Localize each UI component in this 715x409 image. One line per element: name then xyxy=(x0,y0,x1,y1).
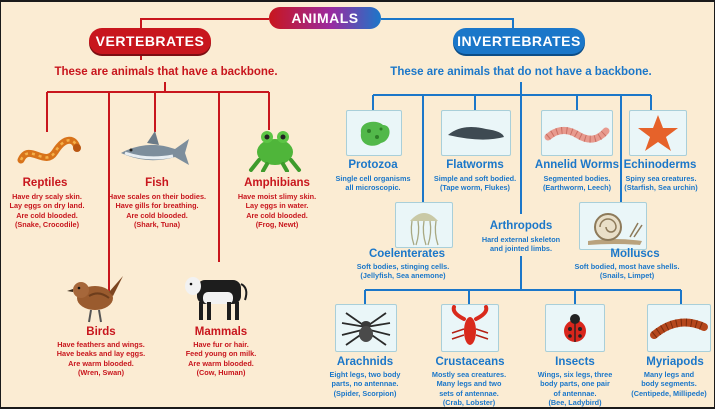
coelenterates-name: Coelenterates xyxy=(357,248,457,260)
molluscs-desc: Soft bodied, most have shells. (Snails, … xyxy=(559,262,695,281)
reptiles-name: Reptiles xyxy=(3,177,87,189)
arachnid-picture-frame xyxy=(335,304,397,352)
myriapod-picture-frame xyxy=(647,304,711,352)
lobster-icon xyxy=(442,305,498,351)
reptiles-desc: Have dry scaly skin. Lay eggs on dry lan… xyxy=(1,192,99,229)
flatworms-name: Flatworms xyxy=(433,159,517,171)
amphibians-name: Amphibians xyxy=(231,177,323,189)
insects-name: Insects xyxy=(535,356,615,368)
arthropods-name: Arthropods xyxy=(479,220,563,232)
protozoa-name: Protozoa xyxy=(331,159,415,171)
echinoderm-picture-frame xyxy=(629,110,687,156)
ladybird-icon xyxy=(546,305,604,351)
crustaceans-name: Crustaceans xyxy=(425,356,515,368)
invertebrates-banner: INVERTEBRATES xyxy=(453,28,585,54)
amphibians-desc: Have moist slimy skin. Lay eggs in water… xyxy=(223,192,331,229)
mammals-desc: Have fur or hair. Feed young on milk. Ar… xyxy=(167,340,275,377)
flatworm-picture-frame xyxy=(441,110,511,156)
spider-icon xyxy=(336,305,396,351)
protozoa-desc: Single cell organisms all microscopic. xyxy=(323,174,423,193)
birds-name: Birds xyxy=(59,326,143,338)
annelid-picture-frame xyxy=(541,110,613,156)
fish-name: Fish xyxy=(115,177,199,189)
birds-desc: Have feathers and wings. Have beaks and … xyxy=(41,340,161,377)
cow-icon xyxy=(183,270,253,324)
insects-desc: Wings, six legs, three body parts, one p… xyxy=(523,370,627,407)
bird-icon xyxy=(65,270,127,324)
crustaceans-desc: Mostly sea creatures. Many legs and two … xyxy=(419,370,519,407)
jellyfish-icon xyxy=(396,203,452,247)
starfish-icon xyxy=(630,111,686,155)
myriapods-name: Myriapods xyxy=(635,356,714,368)
echinoderms-name: Echinoderms xyxy=(615,159,705,171)
vertebrates-banner: VERTEBRATES xyxy=(89,28,211,54)
protozoa-picture-frame xyxy=(346,110,402,156)
mollusc-picture-frame xyxy=(579,202,647,250)
coelenterates-desc: Soft bodies, stinging cells. (Jellyfish,… xyxy=(341,262,465,281)
protozoa-icon xyxy=(347,111,401,155)
echinoderms-desc: Spiny sea creatures. (Starfish, Sea urch… xyxy=(609,174,713,193)
arachnids-desc: Eight legs, two body parts, no antennae.… xyxy=(317,370,413,398)
coelenterate-picture-frame xyxy=(395,202,453,248)
mammals-name: Mammals xyxy=(179,326,263,338)
shark-icon xyxy=(117,129,193,173)
molluscs-name: Molluscs xyxy=(597,248,673,260)
myriapods-desc: Many legs and body segments. (Centipede,… xyxy=(623,370,714,398)
flatworm-icon xyxy=(442,111,510,155)
annelid-worms-name: Annelid Worms xyxy=(527,159,627,171)
title-banner: ANIMALS xyxy=(269,7,381,29)
insect-picture-frame xyxy=(545,304,605,352)
arachnids-name: Arachnids xyxy=(323,356,407,368)
centipede-icon xyxy=(648,305,710,351)
invertebrates-subtitle: These are animals that do not have a bac… xyxy=(386,66,656,78)
arthropods-desc: Hard external skeleton and jointed limbs… xyxy=(467,235,575,254)
flatworms-desc: Simple and soft bodied. (Tape worm, Fluk… xyxy=(425,174,525,193)
snake-icon xyxy=(15,130,81,170)
fish-desc: Have scales on their bodies. Have gills … xyxy=(101,192,213,229)
snail-icon xyxy=(580,203,646,249)
earthworm-icon xyxy=(542,111,612,155)
frog-icon xyxy=(247,124,303,172)
vertebrates-subtitle: These are animals that have a backbone. xyxy=(31,66,301,78)
crustacean-picture-frame xyxy=(441,304,499,352)
